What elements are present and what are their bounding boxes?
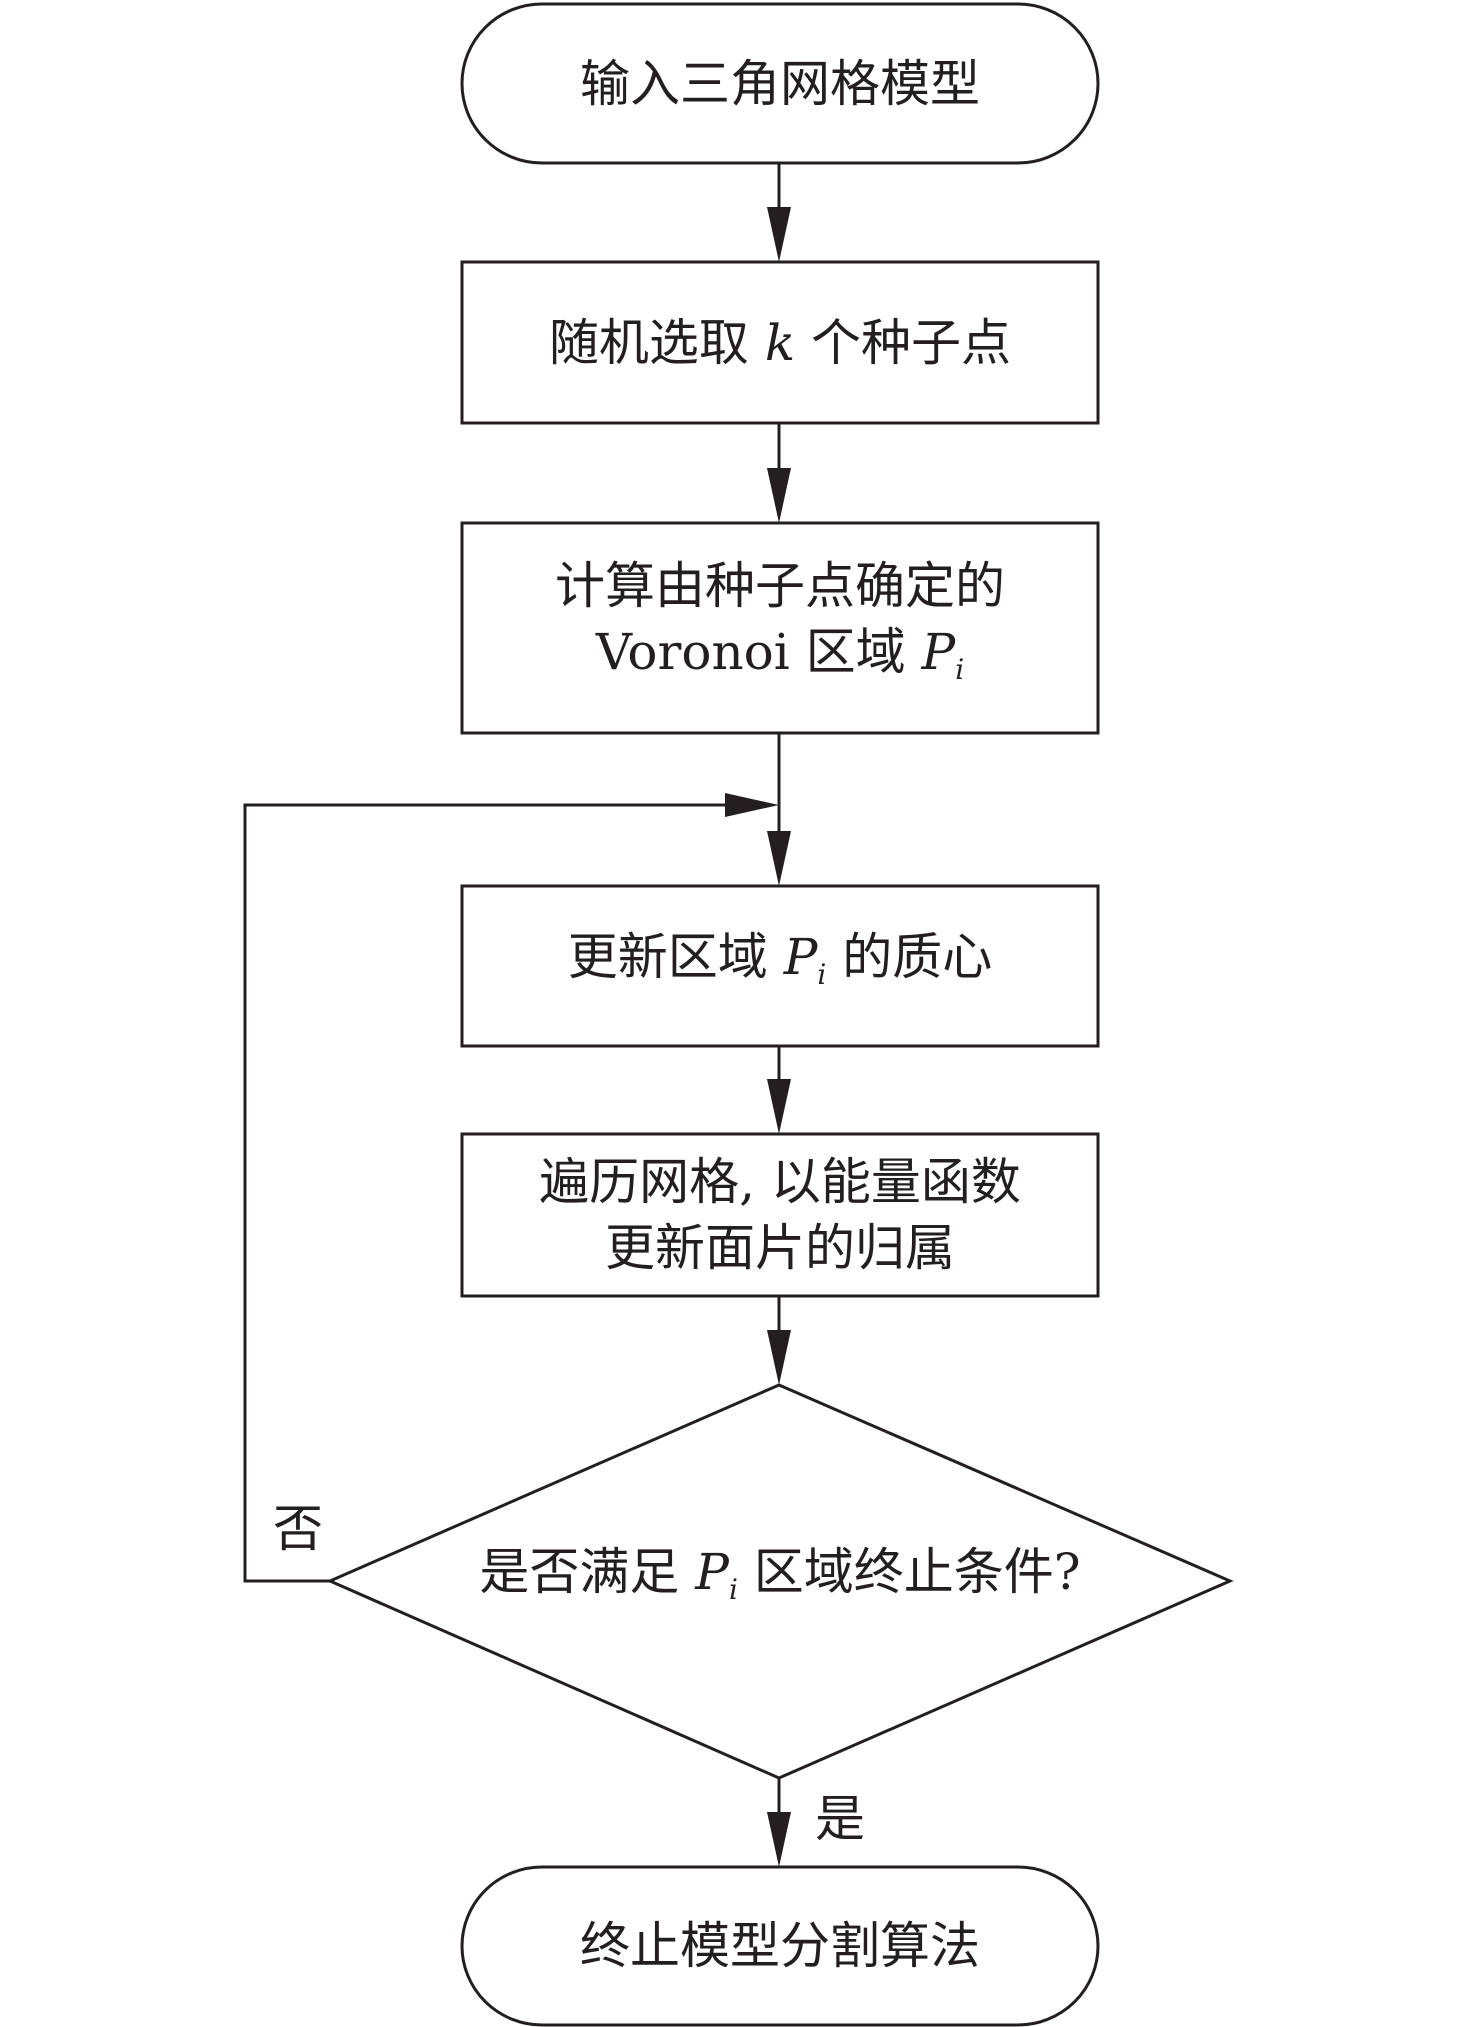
arrowhead bbox=[767, 207, 791, 262]
seed-node: 随机选取 k 个种子点 bbox=[462, 262, 1098, 423]
traverse-node-line2: 更新面片的归属 bbox=[605, 1219, 955, 1277]
arrowhead bbox=[767, 1079, 791, 1134]
centroid-node: 更新区域 Pi 的质心 bbox=[462, 886, 1098, 1046]
end-node-text: 终止模型分割算法 bbox=[580, 1917, 980, 1975]
centroid-node-text: 更新区域 Pi 的质心 bbox=[567, 928, 993, 991]
end-terminator-shape bbox=[460, 1865, 1100, 2027]
traverse-node: 遍历网格, 以能量函数 更新面片的归属 bbox=[462, 1134, 1098, 1296]
arrowhead bbox=[725, 793, 779, 817]
voronoi-node-line2: Voronoi 区域 Pi bbox=[595, 623, 965, 686]
end-node: 终止模型分割算法 bbox=[462, 1867, 1098, 2025]
seed-node-text: 随机选取 k 个种子点 bbox=[548, 313, 1012, 372]
arrowhead bbox=[767, 468, 791, 523]
decision-node-text: 是否满足 Pi 区域终止条件? bbox=[479, 1543, 1081, 1606]
edge-label-yes: 是 bbox=[815, 1790, 865, 1848]
decision-node: 是否满足 Pi 区域终止条件? bbox=[330, 1540, 1230, 1622]
traverse-node-line1: 遍历网格, 以能量函数 bbox=[539, 1153, 1021, 1211]
voronoi-node: 计算由种子点确定的 Voronoi 区域 Pi bbox=[462, 523, 1098, 733]
edge-label-no: 否 bbox=[273, 1500, 323, 1558]
arrowhead bbox=[767, 1812, 791, 1867]
arrowhead bbox=[767, 1330, 791, 1385]
voronoi-node-line1: 计算由种子点确定的 bbox=[555, 557, 1005, 615]
start-node-text: 输入三角网格模型 bbox=[580, 54, 980, 113]
arrowhead bbox=[767, 831, 791, 886]
edge-loop-no bbox=[243, 803, 733, 1583]
start-node: 输入三角网格模型 bbox=[462, 4, 1098, 163]
